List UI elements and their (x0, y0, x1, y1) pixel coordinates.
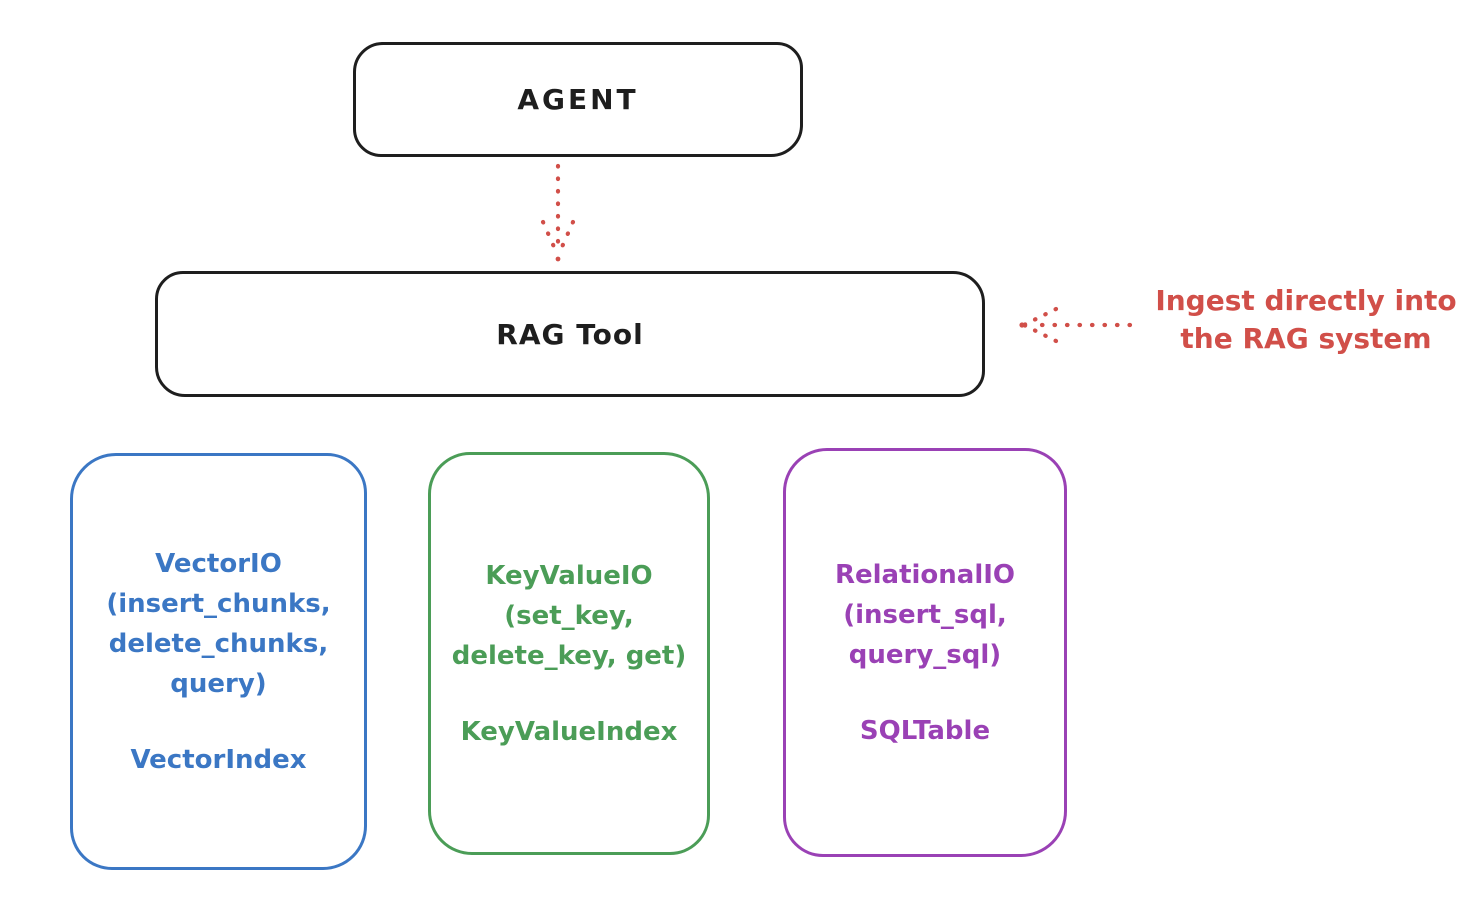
agent-box: AGENT (353, 42, 803, 157)
vector-index-label: VectorIndex (130, 744, 307, 775)
ingest-to-rag-arrow (1019, 306, 1133, 344)
ingest-annotation: Ingest directly into the RAG system (1138, 282, 1474, 358)
keyvalue-io-box: KeyValueIO (set_key, delete_key, get) Ke… (428, 452, 710, 855)
vector-io-box: VectorIO (insert_chunks, delete_chunks, … (70, 453, 367, 870)
agent-to-rag-arrow (540, 163, 576, 262)
rag-tool-label: RAG Tool (496, 317, 644, 351)
sql-table-label: SQLTable (859, 715, 991, 746)
vector-io-methods: VectorIO (insert_chunks, delete_chunks, … (106, 548, 331, 699)
rag-tool-box: RAG Tool (155, 271, 985, 397)
ingest-annotation-line1: Ingest directly into (1155, 284, 1457, 317)
keyvalue-io-methods: KeyValueIO (set_key, delete_key, get) (451, 560, 687, 671)
agent-label: AGENT (517, 83, 639, 116)
keyvalue-index-label: KeyValueIndex (460, 716, 678, 747)
ingest-annotation-line2: the RAG system (1180, 322, 1432, 355)
relational-io-methods: RelationalIO (insert_sql, query_sql) (834, 559, 1016, 670)
relational-io-box: RelationalIO (insert_sql, query_sql) SQL… (783, 448, 1067, 857)
